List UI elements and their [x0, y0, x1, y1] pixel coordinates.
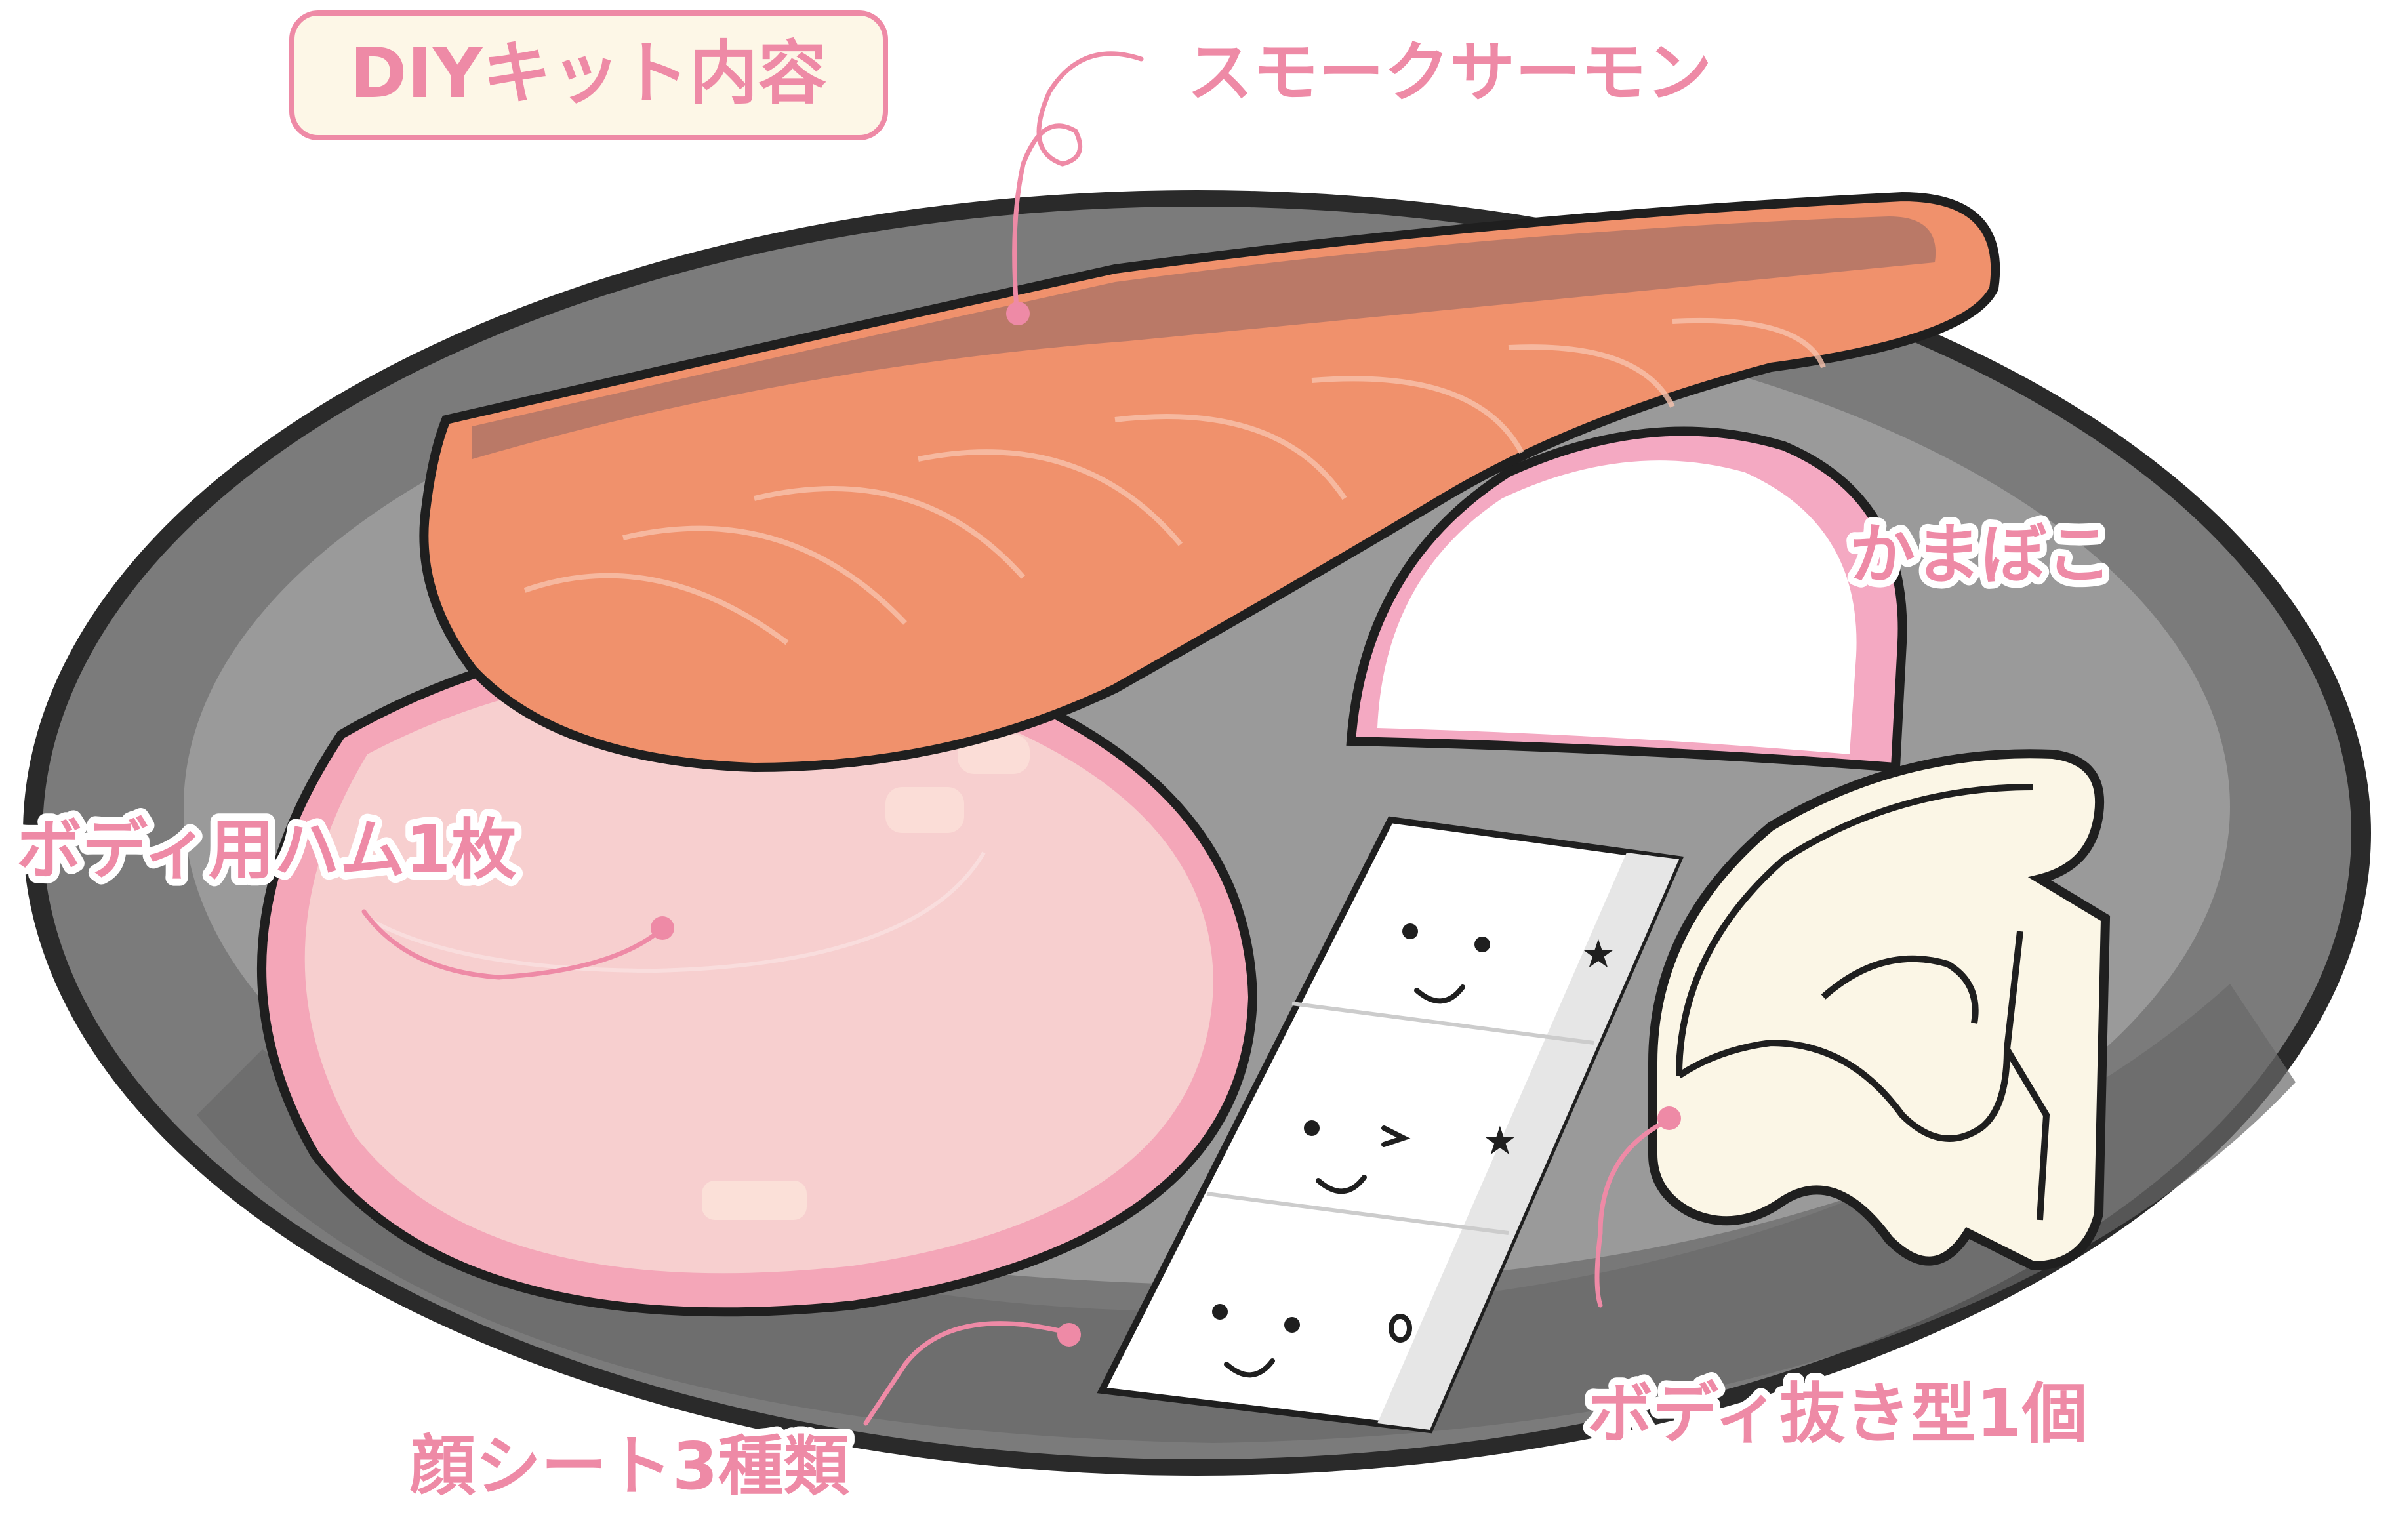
- title-badge: DIYキット内容: [289, 10, 888, 140]
- face-sheet-face-2: ★: [1304, 1118, 1518, 1194]
- label-body-cutter: ボディ抜き型1個: [1587, 1375, 2088, 1452]
- smoked-salmon: [419, 192, 2000, 773]
- label-face-sheet: 顔シート3種類: [410, 1428, 850, 1505]
- label-body-ham: ボディ用ハム1枚: [16, 811, 517, 888]
- star-icon: ★: [1482, 1118, 1518, 1164]
- leader-lines: [361, 51, 1669, 1426]
- page-title: DIYキット内容: [350, 33, 826, 113]
- ham-highlight: [702, 1181, 807, 1220]
- kamaboko: [1346, 426, 1907, 773]
- ham-slice: [257, 630, 1258, 1317]
- star-icon: ★: [1581, 931, 1616, 977]
- face-sheet-face-3: [1212, 1304, 1412, 1378]
- face-sheet: ★ ★: [1097, 816, 1684, 1434]
- leader-dots: [651, 302, 1681, 1347]
- body-cutter: [1648, 749, 2111, 1271]
- label-kamaboko: かまぼこ: [1850, 516, 2112, 593]
- face-sheet-face-1: ★: [1402, 923, 1616, 1004]
- label-smoked-salmon: スモークサーモン: [1187, 34, 1712, 111]
